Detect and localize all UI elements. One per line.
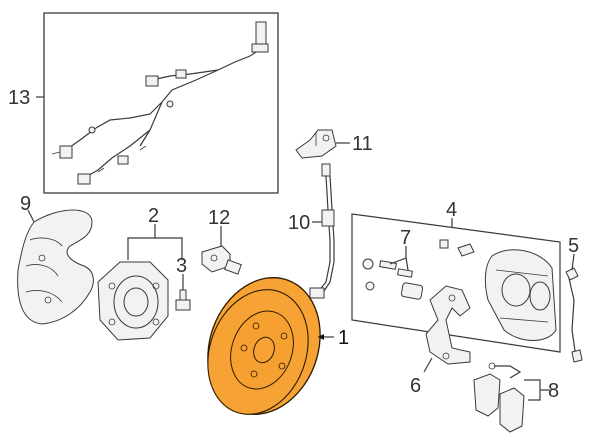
brake-pads[interactable] (473, 362, 525, 433)
caliper-assembly[interactable] (351, 213, 561, 353)
splash-shield[interactable] (17, 209, 94, 325)
callout-8: 8 (548, 380, 559, 402)
hose-bracket[interactable] (295, 129, 337, 159)
callout-12: 12 (208, 207, 230, 229)
brake-hose[interactable] (309, 163, 335, 299)
rotor-center-bore (253, 336, 275, 364)
callout-1: 1 (338, 327, 349, 349)
hub-assembly[interactable] (97, 261, 169, 341)
callout-5: 5 (568, 235, 579, 257)
callout-7: 7 (400, 227, 411, 249)
callout-4: 4 (446, 199, 457, 221)
callout-6: 6 (410, 375, 421, 397)
callout-13: 13 (8, 87, 30, 109)
hub-bolt[interactable] (175, 289, 191, 311)
callout-2: 2 (148, 205, 159, 227)
brake-rotor[interactable] (189, 262, 338, 430)
caliper-support[interactable] (425, 285, 471, 365)
callout-3: 3 (176, 255, 187, 277)
callout-10: 10 (288, 212, 310, 234)
callout-11: 11 (352, 133, 373, 155)
guide-pins[interactable] (362, 258, 424, 300)
harness-inset[interactable] (43, 12, 279, 194)
callout-9: 9 (20, 193, 31, 215)
abs-sensor[interactable] (201, 245, 242, 275)
caliper-bracket-clip[interactable] (565, 267, 583, 363)
